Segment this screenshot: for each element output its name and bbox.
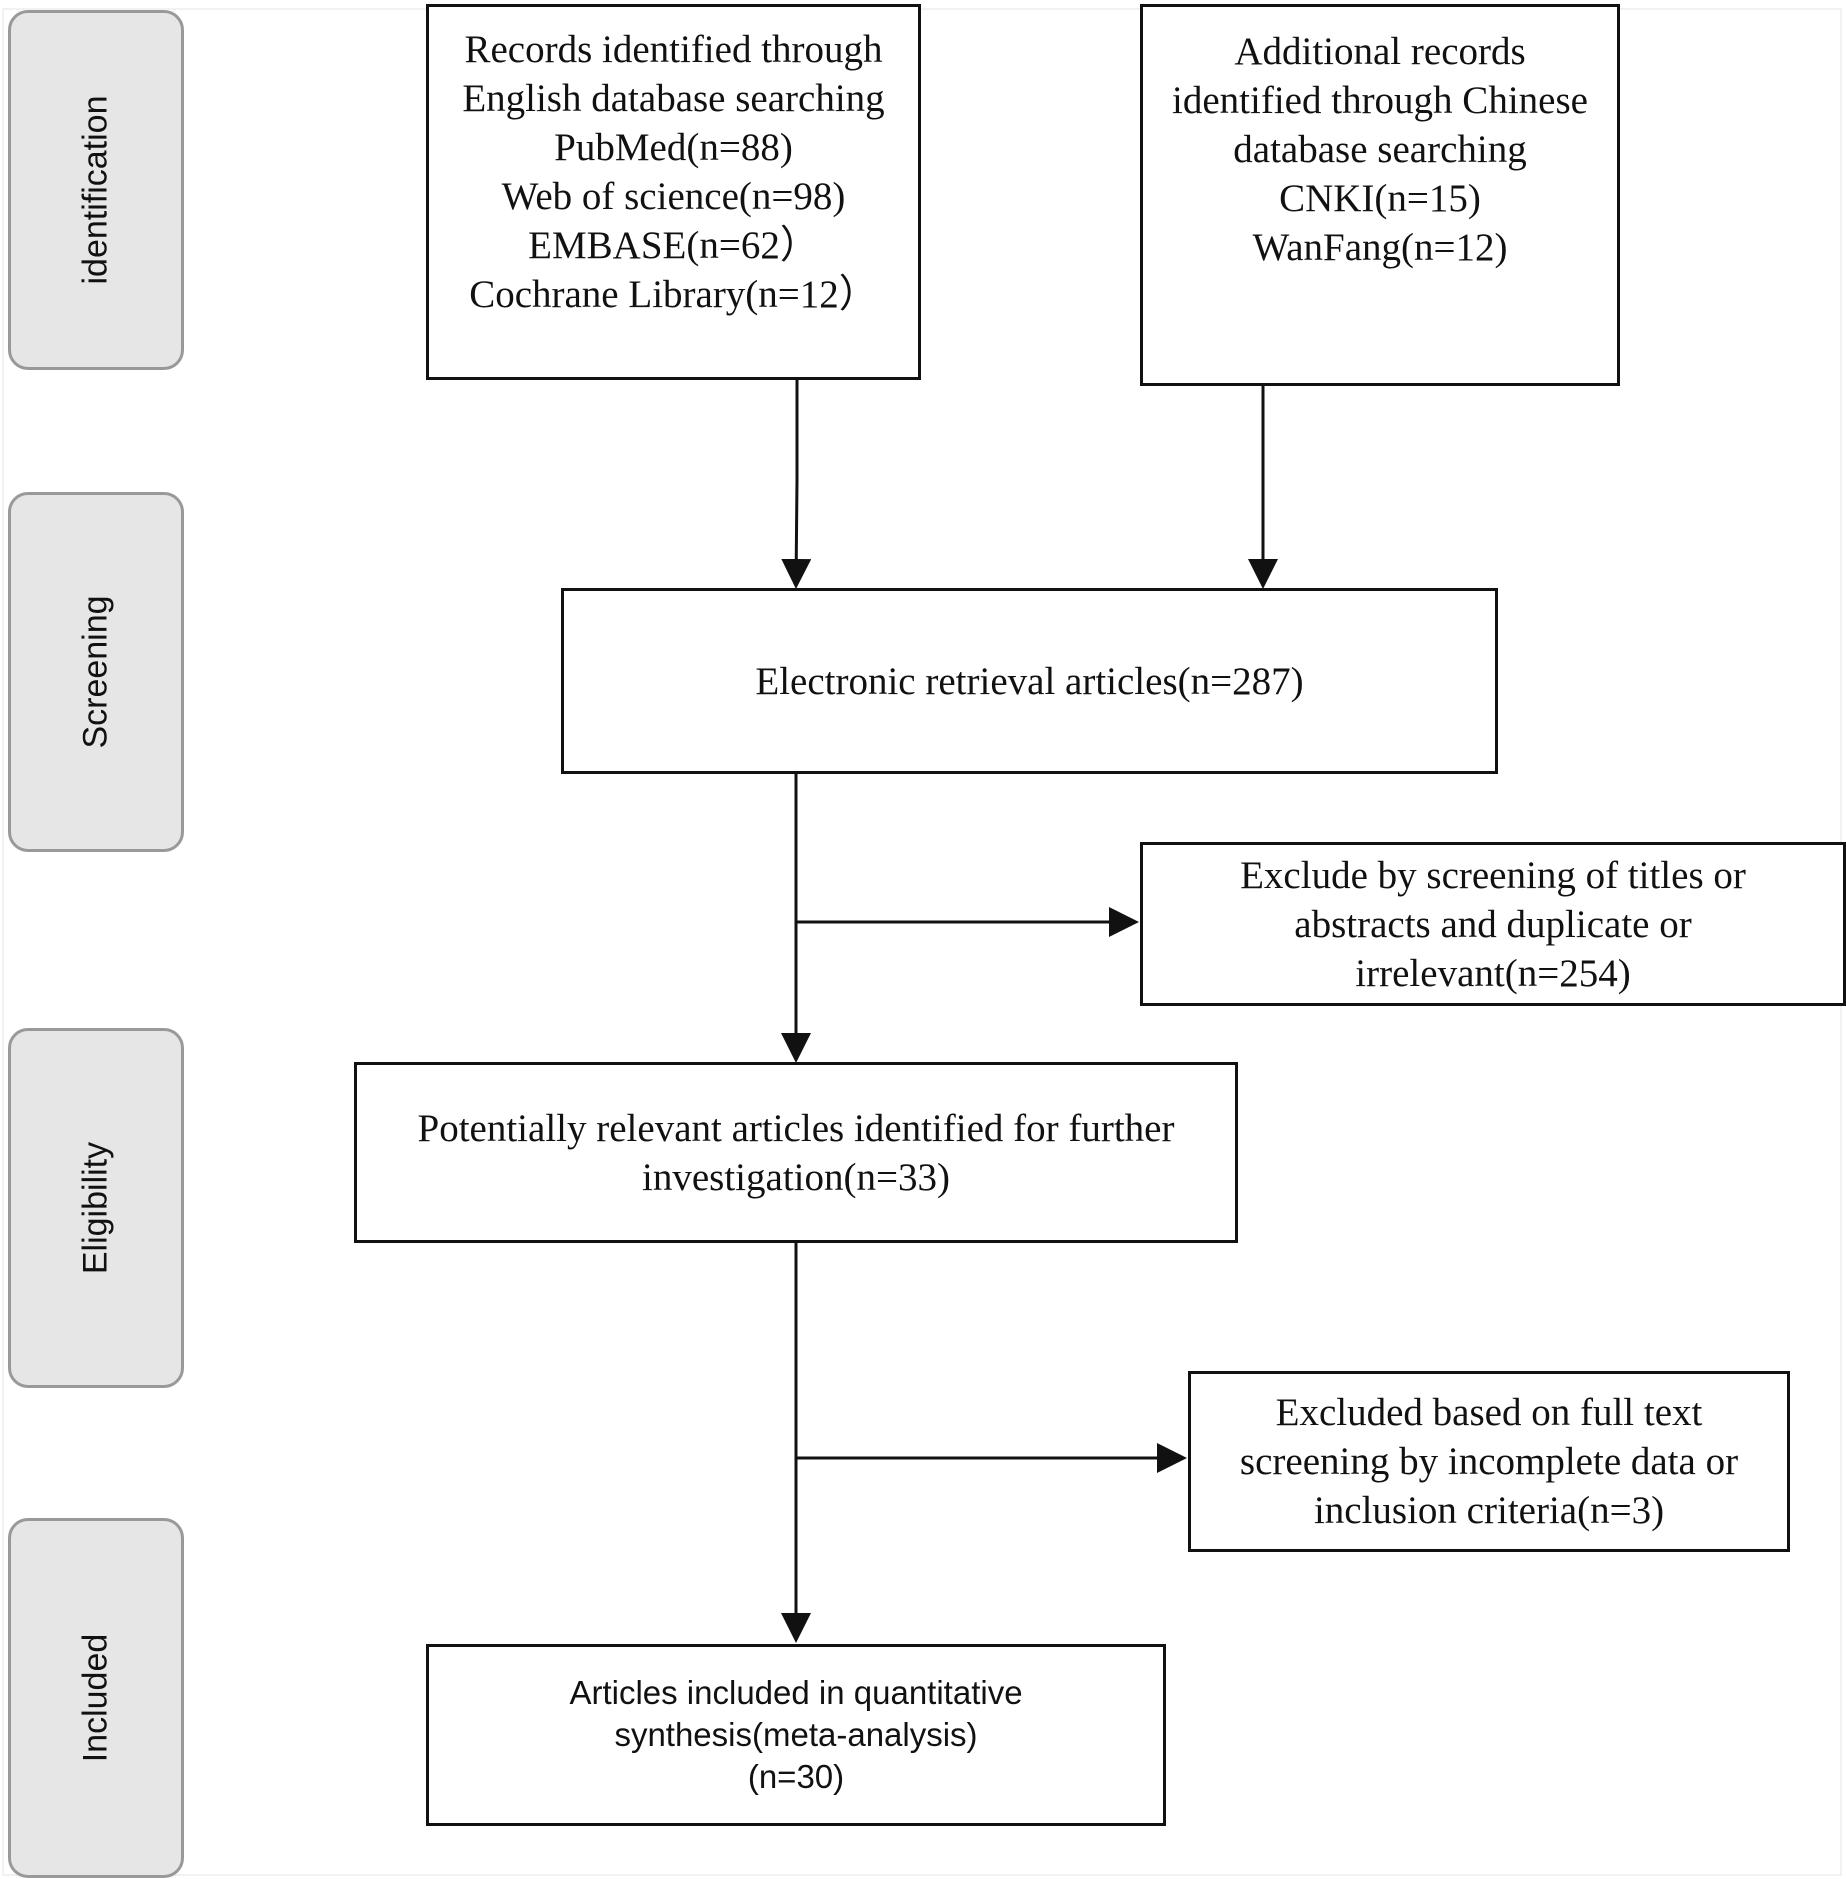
electronic-retrieval-box: Electronic retrieval articles(n=287) <box>561 588 1498 774</box>
phase-screening: Screening <box>8 492 184 852</box>
diagram-canvas: identification Screening Eligibility Inc… <box>2 4 1846 1878</box>
excluded-full-text-line-2: screening by incomplete data or <box>1239 1440 1739 1483</box>
included-line-2: synthesis(meta-analysis) <box>614 1716 978 1753</box>
excluded-full-text-line-1: Excluded based on full text <box>1275 1391 1703 1434</box>
excluded-full-text-box: Excluded based on full text screening by… <box>1188 1371 1790 1552</box>
english-line-1: Records identified through <box>464 28 883 71</box>
exclude-screening-box: Exclude by screening of titles or abstra… <box>1140 842 1846 1006</box>
arrow-english-to-retrieval <box>781 380 812 589</box>
connector-arrows <box>781 380 1278 1643</box>
excluded-full-text-line-3: inclusion criteria(n=3) <box>1313 1489 1665 1532</box>
chinese-line-2: identified through Chinese <box>1172 79 1588 122</box>
relevant-line-1: Potentially relevant articles identified… <box>417 1106 1175 1150</box>
english-line-5: EMBASE(n=62） <box>528 224 819 267</box>
included-line-1: Articles included in quantitative <box>569 1674 1023 1711</box>
included-articles-box: Articles included in quantitative synthe… <box>426 1644 1166 1826</box>
english-line-2: English database searching <box>462 77 885 120</box>
exclude-screening-line-3: irrelevant(n=254) <box>1355 951 1631 995</box>
exclude-screening-line-2: abstracts and duplicate or <box>1294 902 1692 946</box>
english-line-6: Cochrane Library(n=12） <box>469 273 878 316</box>
phase-included: Included <box>8 1518 184 1878</box>
chinese-line-5: WanFang(n=12) <box>1252 226 1508 269</box>
chinese-line-1: Additional records <box>1234 30 1526 73</box>
exclude-screening-line-1: Exclude by screening of titles or <box>1240 853 1746 897</box>
retrieval-line-1: Electronic retrieval articles(n=287) <box>755 659 1304 703</box>
english-database-box: Records identified through English datab… <box>426 4 921 380</box>
english-line-4: Web of science(n=98) <box>501 175 846 218</box>
chinese-database-box: Additional records identified through Ch… <box>1140 4 1620 386</box>
included-line-3: (n=30) <box>747 1758 845 1795</box>
phase-eligibility: Eligibility <box>8 1028 184 1388</box>
potentially-relevant-box: Potentially relevant articles identified… <box>354 1062 1238 1243</box>
phase-identification: identification <box>8 10 184 370</box>
relevant-line-2: investigation(n=33) <box>642 1155 950 1199</box>
chinese-line-4: CNKI(n=15) <box>1279 177 1481 220</box>
english-line-3: PubMed(n=88) <box>554 126 793 169</box>
chinese-line-3: database searching <box>1233 128 1527 171</box>
